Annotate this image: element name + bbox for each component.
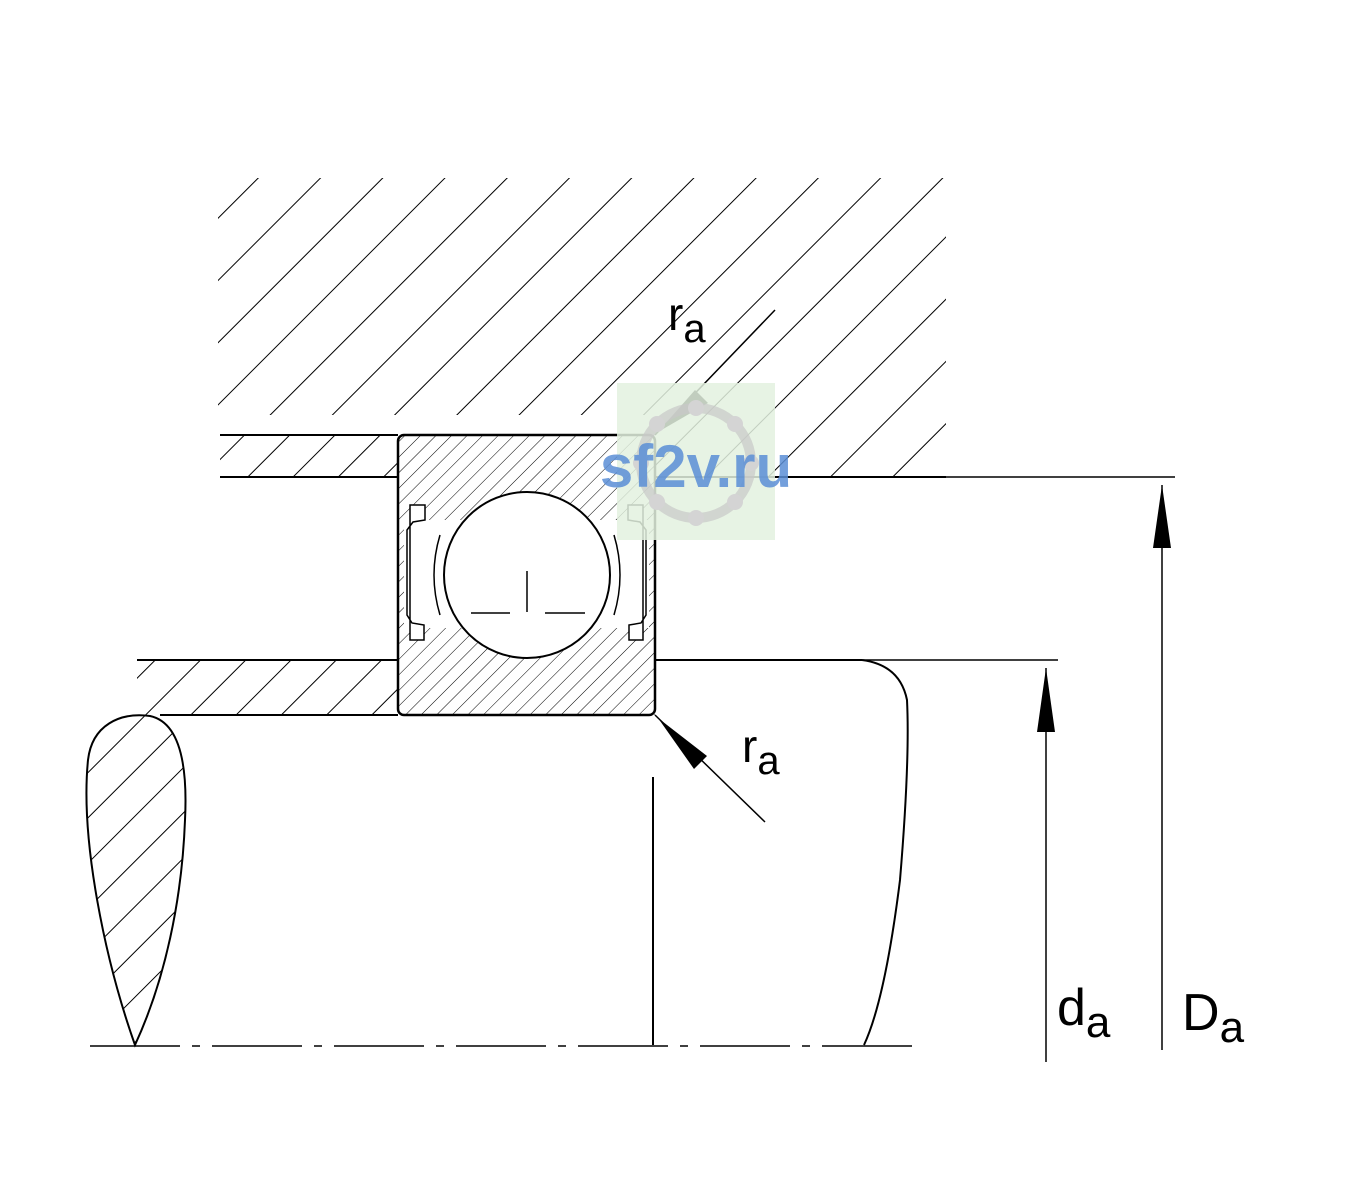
outer-spacer-outline: [220, 434, 398, 478]
watermark-ball-4: [727, 494, 743, 510]
Da-arrowhead: [1153, 485, 1171, 548]
watermark-ball-8: [649, 416, 665, 432]
da-arrowhead: [1037, 668, 1055, 732]
dimension-da: [862, 659, 1058, 1062]
shaft-break-shape: [85, 714, 187, 1048]
inner-spacer: [137, 659, 398, 716]
cage-right: [613, 534, 621, 616]
shaft-break: [85, 714, 187, 1048]
outer-spacer-hatch: [220, 435, 398, 477]
ra-bottom-arrowhead: [658, 718, 707, 769]
watermark-ball-6: [649, 494, 665, 510]
outer-spacer: [220, 434, 398, 478]
seal-left: [406, 504, 426, 641]
dimension-Da: [946, 476, 1175, 1050]
label-ra-top: ra: [668, 288, 706, 351]
cage-left: [433, 534, 441, 616]
label-Da: Da: [1182, 984, 1245, 1052]
inner-spacer-hatch: [137, 660, 398, 715]
watermark: sf2v.ru: [600, 383, 792, 540]
watermark-ball-5: [688, 510, 704, 526]
inner-spacer-outline: [137, 659, 398, 716]
housing-hatch-mask-left: [218, 415, 655, 435]
shaft-end-profile: [861, 659, 909, 1046]
watermark-ball-1: [688, 400, 704, 416]
ball-center-marks: [471, 571, 585, 614]
bearing-outline: [396, 433, 657, 717]
label-da: da: [1057, 979, 1111, 1047]
watermark-ball-3: [743, 455, 759, 471]
watermark-text: sf2v.ru: [600, 433, 792, 500]
watermark-ball-2: [727, 416, 743, 432]
housing: [218, 178, 946, 478]
shaft: [652, 659, 909, 1046]
radius-leader-bottom: [654, 714, 766, 823]
watermark-ball-7: [633, 455, 649, 471]
label-ra-bottom: ra: [742, 720, 780, 783]
